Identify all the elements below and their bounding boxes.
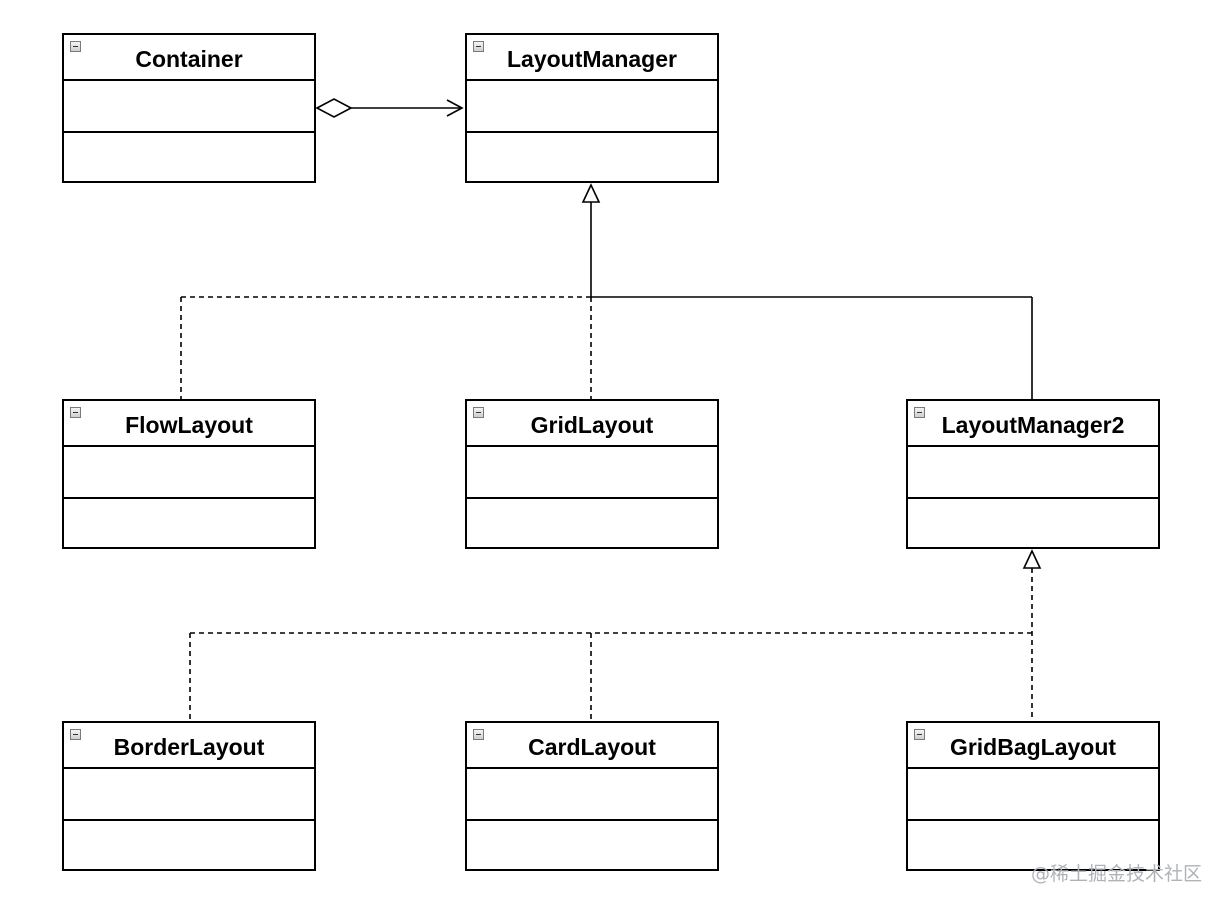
collapse-icon[interactable]: [914, 729, 925, 740]
aggregation-container-layoutmanager: [315, 98, 464, 118]
class-header: LayoutManager: [467, 35, 717, 81]
collapse-icon[interactable]: [473, 729, 484, 740]
class-name: GridBagLayout: [949, 734, 1117, 760]
class-flowlayout[interactable]: FlowLayout: [62, 399, 316, 549]
class-name: Container: [135, 46, 243, 72]
attributes-compartment: [64, 447, 314, 499]
aggregation-diamond: [315, 98, 353, 118]
realization-triangle-layoutmanager2: [1022, 549, 1042, 569]
aggregation-arrowhead: [446, 99, 464, 117]
attributes-compartment: [467, 81, 717, 133]
class-header: FlowLayout: [64, 401, 314, 447]
class-name: BorderLayout: [113, 734, 265, 760]
methods-compartment: [64, 499, 314, 547]
class-header: BorderLayout: [64, 723, 314, 769]
class-name: CardLayout: [528, 734, 656, 760]
attributes-compartment: [908, 769, 1158, 821]
collapse-icon[interactable]: [70, 729, 81, 740]
class-header: GridLayout: [467, 401, 717, 447]
attributes-compartment: [467, 769, 717, 821]
collapse-icon[interactable]: [70, 41, 81, 52]
collapse-icon[interactable]: [473, 41, 484, 52]
class-gridbaglayout[interactable]: GridBagLayout: [906, 721, 1160, 871]
methods-compartment: [908, 499, 1158, 547]
class-header: GridBagLayout: [908, 723, 1158, 769]
class-borderlayout[interactable]: BorderLayout: [62, 721, 316, 871]
class-header: CardLayout: [467, 723, 717, 769]
methods-compartment: [467, 133, 717, 181]
methods-compartment: [467, 499, 717, 547]
class-header: LayoutManager2: [908, 401, 1158, 447]
attributes-compartment: [64, 81, 314, 133]
collapse-icon[interactable]: [70, 407, 81, 418]
realization-to-layoutmanager2: [189, 549, 1042, 721]
class-name: LayoutManager: [507, 46, 677, 72]
collapse-icon[interactable]: [914, 407, 925, 418]
attributes-compartment: [64, 769, 314, 821]
attributes-compartment: [908, 447, 1158, 499]
collapse-icon[interactable]: [473, 407, 484, 418]
class-gridlayout[interactable]: GridLayout: [465, 399, 719, 549]
class-container[interactable]: Container: [62, 33, 316, 183]
class-layoutmanager2[interactable]: LayoutManager2: [906, 399, 1160, 549]
class-header: Container: [64, 35, 314, 81]
methods-compartment: [467, 821, 717, 869]
class-name: GridLayout: [530, 412, 654, 438]
generalization-triangle-layoutmanager: [581, 183, 601, 203]
methods-compartment: [64, 133, 314, 181]
inheritance-to-layoutmanager: [180, 183, 1033, 399]
class-layoutmanager[interactable]: LayoutManager: [465, 33, 719, 183]
class-name: FlowLayout: [125, 412, 253, 438]
class-name: LayoutManager2: [941, 412, 1125, 438]
attributes-compartment: [467, 447, 717, 499]
watermark: @稀土掘金技术社区: [1030, 863, 1202, 885]
methods-compartment: [64, 821, 314, 869]
class-cardlayout[interactable]: CardLayout: [465, 721, 719, 871]
